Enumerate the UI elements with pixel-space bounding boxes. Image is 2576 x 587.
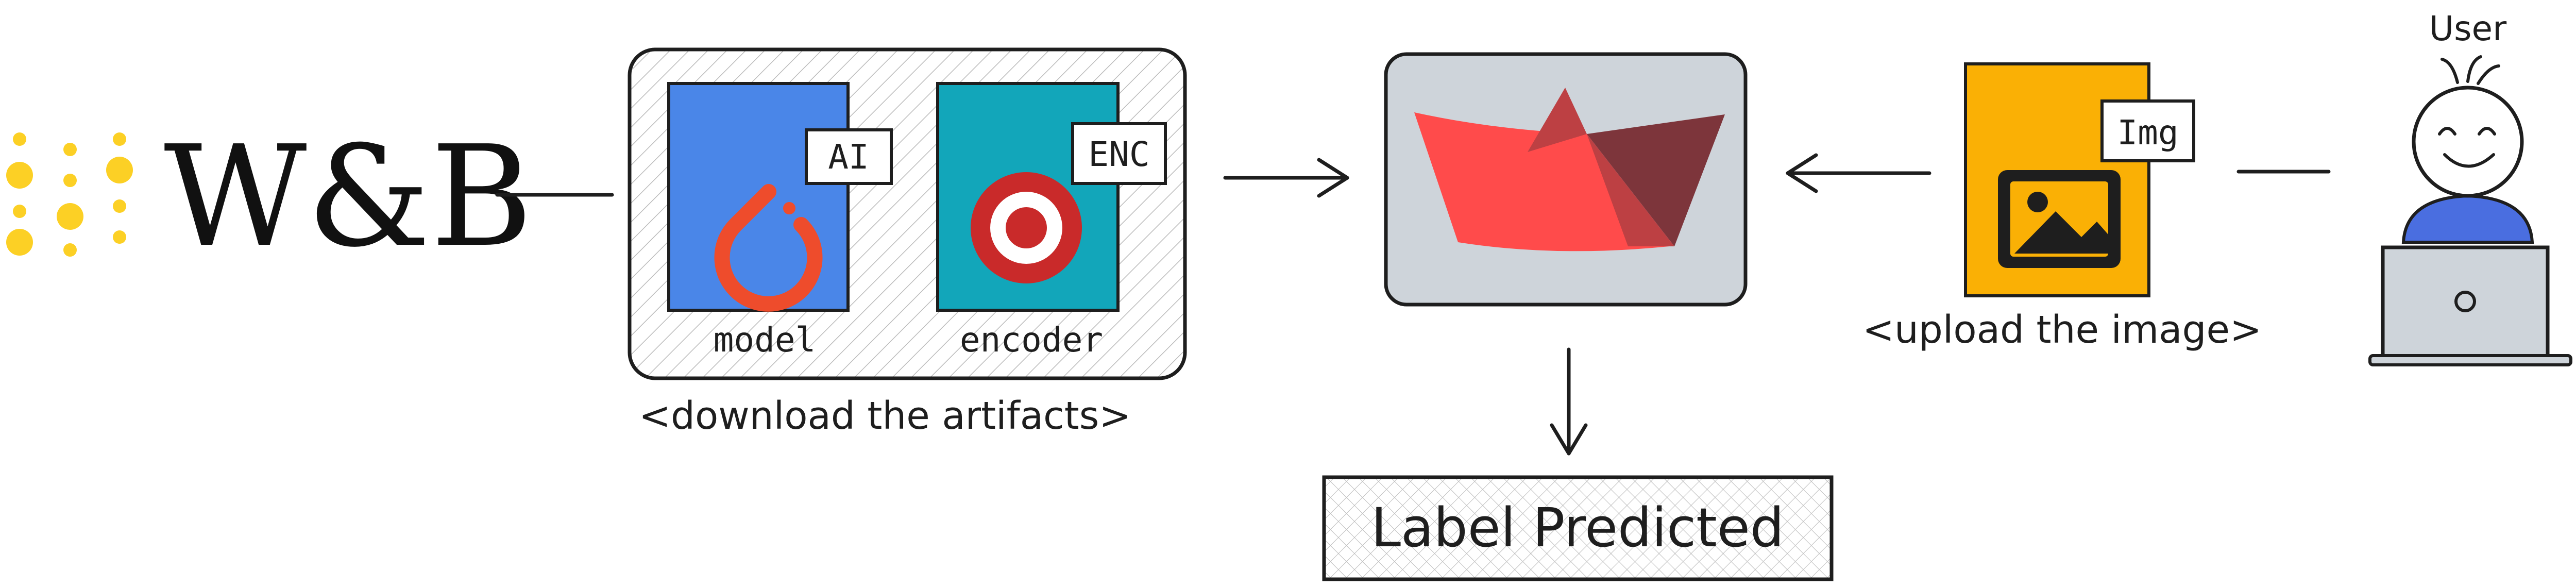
streamlit-app xyxy=(1384,52,1748,307)
artifacts-caption: <download the artifacts> xyxy=(639,394,1131,438)
encoder-label: encoder xyxy=(960,320,1103,360)
arrow-image-to-app-head xyxy=(1786,153,1818,193)
model-tag: AI xyxy=(828,137,869,177)
image-tag: Img xyxy=(2117,113,2178,153)
arrow-artifacts-to-app-head xyxy=(1317,158,1349,198)
streamlit-boat-icon xyxy=(1414,88,1725,251)
artifacts-group: AI model ENC encoder xyxy=(628,47,1187,380)
target-icon xyxy=(971,172,1082,283)
wandb-dots-icon xyxy=(6,132,133,257)
model-card: AI model xyxy=(667,82,893,360)
label-predicted-text: Label Predicted xyxy=(1371,496,1784,559)
model-tag-box xyxy=(805,128,893,185)
upload-caption: <upload the image> xyxy=(1862,308,2262,352)
wandb-wordmark: W&B xyxy=(164,115,533,278)
image-tag-box xyxy=(2100,99,2195,162)
arrow-app-to-label-head xyxy=(1550,423,1588,456)
wandb-logo: W&B xyxy=(6,115,533,278)
image-file-card: Img xyxy=(1964,62,2195,297)
user-laptop-icon xyxy=(2368,55,2572,366)
encoder-tag-box xyxy=(1071,122,1167,185)
encoder-tag: ENC xyxy=(1088,135,1149,174)
pytorch-icon xyxy=(714,184,823,312)
label-predicted-box: Label Predicted xyxy=(1322,475,1834,581)
image-icon xyxy=(1998,170,2121,268)
model-label: model xyxy=(714,320,816,360)
encoder-card: ENC encoder xyxy=(936,82,1167,360)
user-label: User xyxy=(2429,9,2507,48)
